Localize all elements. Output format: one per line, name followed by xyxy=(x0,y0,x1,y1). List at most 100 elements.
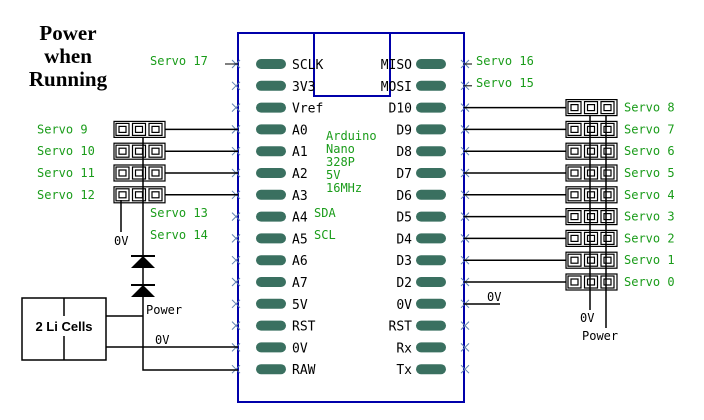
connector-pin-inner xyxy=(118,169,127,177)
connector-pin-inner xyxy=(134,169,144,177)
left-servo-label: Servo 9 xyxy=(37,122,88,136)
pin-pad xyxy=(416,320,446,331)
pin-pad xyxy=(256,320,286,331)
pin-pad xyxy=(256,211,286,222)
right-pin-label: D6 xyxy=(396,189,412,204)
left-pin-label: A0 xyxy=(292,123,308,138)
right-pin-label: RST xyxy=(389,320,413,335)
right-pin-label: Rx xyxy=(396,341,412,356)
right-servo-label: Servo 3 xyxy=(624,210,675,224)
right-servo-connector-5 xyxy=(565,208,618,226)
board-label-line-1: Arduino xyxy=(326,129,377,143)
connector-pin-inner xyxy=(118,191,127,199)
battery-wires xyxy=(106,305,238,371)
left-pin-label: RST xyxy=(292,320,316,335)
pin-pad xyxy=(256,298,286,309)
right-pin-12: RST xyxy=(389,320,470,335)
connector-pin-inner xyxy=(570,125,579,134)
pin-pad xyxy=(416,168,446,178)
nano-0v-label: 0V xyxy=(487,290,501,304)
connector-pin-inner xyxy=(570,278,579,286)
left-power-label: Power xyxy=(146,303,182,317)
right-pin-label: D4 xyxy=(396,232,412,247)
right-pin-13: Rx xyxy=(396,341,470,356)
right-pin-8: D4 xyxy=(396,232,470,247)
servo-13-label: Servo 13 xyxy=(150,206,208,220)
right-servo-connector-2 xyxy=(565,142,618,160)
left-pin-label: SCLK xyxy=(292,58,323,73)
pin-pad xyxy=(416,102,446,113)
pin-pad xyxy=(416,255,446,266)
scl-label: SCL xyxy=(314,228,336,242)
servo-15-label: Servo 15 xyxy=(476,76,534,90)
right-pin-label: D5 xyxy=(396,211,412,226)
right-servo-connector-6 xyxy=(565,229,618,247)
left-pin-label: A6 xyxy=(292,254,308,269)
right-pin-label: MISO xyxy=(381,58,412,73)
connector-pin-inner xyxy=(570,147,579,155)
pin-pad xyxy=(416,211,446,222)
pin-mark xyxy=(460,343,470,352)
right-pin-7: D5 xyxy=(396,211,470,226)
pin-pad xyxy=(256,102,286,113)
connector-pin-inner xyxy=(151,191,160,199)
board-label-line-4: 5V xyxy=(326,168,340,182)
right-servo-0v-label: 0V xyxy=(580,311,594,325)
pin-mark xyxy=(231,81,241,91)
pin-mark xyxy=(460,364,470,374)
right-power-label: Power xyxy=(582,329,618,343)
connector-pin-inner xyxy=(570,191,579,199)
left-pin-label: 0V xyxy=(292,341,308,356)
right-pin-5: D7 xyxy=(396,167,470,182)
right-servo-bus-wires xyxy=(589,116,607,328)
right-pin-9: D3 xyxy=(396,254,470,269)
battery-0v-label: 0V xyxy=(155,333,169,347)
pin-mark xyxy=(231,321,241,330)
right-servo-connector-4 xyxy=(565,186,618,204)
left-pin-14: RAW xyxy=(231,363,316,378)
right-pin-label: MOSI xyxy=(381,80,412,95)
pin-mark xyxy=(231,212,241,221)
left-pin-label: RAW xyxy=(292,363,316,378)
left-pin-9: A6 xyxy=(231,254,308,269)
left-servo-label: Servo 10 xyxy=(37,144,95,158)
connector-pin-inner xyxy=(151,169,160,177)
connector-pin-inner xyxy=(586,234,596,242)
connector-pin-inner xyxy=(603,234,612,242)
right-pin-6: D6 xyxy=(396,189,470,204)
connector-pin-inner xyxy=(134,147,144,155)
left-servo-connectors: Servo 9 Servo 10 Servo 11 Servo 12 xyxy=(37,120,238,204)
left-pin-label: A5 xyxy=(292,232,308,247)
icsp-header-outline xyxy=(313,32,391,97)
pin-pad xyxy=(416,277,446,287)
right-servo-connector-1 xyxy=(565,120,618,139)
connector-pin-inner xyxy=(118,125,127,134)
right-pin-10: D2 xyxy=(396,276,470,291)
battery-label: 2 Li Cells xyxy=(35,319,92,334)
right-servo-connector-0 xyxy=(565,98,618,117)
pin-pad xyxy=(256,233,286,244)
pin-pad xyxy=(416,124,446,135)
right-servo-label: Servo 6 xyxy=(624,144,675,158)
pin-pad xyxy=(256,364,286,375)
left-servo-label: Servo 11 xyxy=(37,166,95,180)
left-servo-label: Servo 12 xyxy=(37,188,95,202)
right-pin-11: 0V xyxy=(396,298,470,313)
connector-pin-inner xyxy=(118,147,127,155)
pin-pad xyxy=(416,146,446,157)
pin-pad xyxy=(256,168,286,178)
right-servo-connector-7 xyxy=(565,251,618,269)
right-servo-label: Servo 0 xyxy=(624,275,675,289)
left-pin-3: A0 xyxy=(231,123,308,138)
title-line-2: when xyxy=(44,44,92,68)
connector-pin-inner xyxy=(603,125,612,134)
connector-pin-inner xyxy=(570,234,579,242)
right-pin-label: Tx xyxy=(396,363,412,378)
left-pin-label: A1 xyxy=(292,145,308,160)
left-pin-label: A4 xyxy=(292,211,308,226)
title-line-3: Running xyxy=(29,67,108,91)
right-pin-label: D10 xyxy=(389,102,412,117)
servo-17-label: Servo 17 xyxy=(150,54,208,68)
right-pin-14: Tx xyxy=(396,363,470,378)
